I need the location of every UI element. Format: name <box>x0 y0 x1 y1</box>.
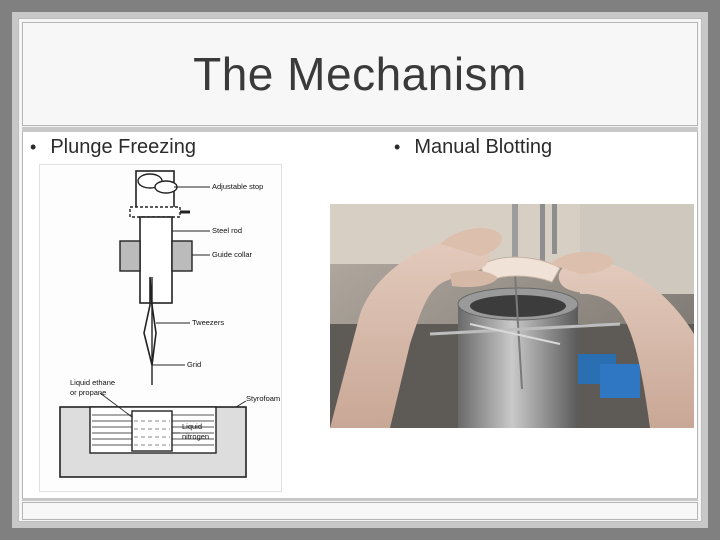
label-nitrogen: nitrogen <box>182 432 209 441</box>
manual-blotting-photo <box>330 204 694 428</box>
footer-box <box>22 502 698 520</box>
steel-rod-shape <box>139 216 173 304</box>
plunge-freezer-svg: Adjustable stop Steel rod Guide collar T… <box>59 170 280 478</box>
plunge-freezer-diagram: Adjustable stop Steel rod Guide collar T… <box>39 164 282 492</box>
styrofoam-container-shape <box>59 406 247 478</box>
bullet-label: Plunge Freezing <box>50 136 196 158</box>
label-or-propane: or propane <box>70 388 106 397</box>
guide-collar-shape <box>119 240 193 272</box>
label-liquid-ethane: Liquid ethane <box>70 378 115 387</box>
photo-illustration <box>330 204 694 428</box>
adjustable-stop-shape <box>129 170 190 218</box>
bullet-plunge-freezing: • Plunge Freezing <box>30 136 196 159</box>
bullet-dot: • <box>394 137 401 157</box>
label-steel-rod: Steel rod <box>212 226 242 235</box>
bullet-manual-blotting: • Manual Blotting <box>394 136 552 159</box>
label-adjustable-stop: Adjustable stop <box>212 182 263 191</box>
divider <box>22 127 698 132</box>
title-box: The Mechanism <box>22 22 698 126</box>
label-liquid: Liquid <box>182 422 202 431</box>
label-tweezers: Tweezers <box>192 318 224 327</box>
label-grid: Grid <box>187 360 201 369</box>
divider-bottom <box>22 498 698 501</box>
label-guide-collar: Guide collar <box>212 250 253 259</box>
bullet-label: Manual Blotting <box>414 136 553 158</box>
slide-title: The Mechanism <box>193 48 527 100</box>
bullet-dot: • <box>30 137 37 157</box>
label-styrofoam: Styrofoam <box>246 394 280 403</box>
